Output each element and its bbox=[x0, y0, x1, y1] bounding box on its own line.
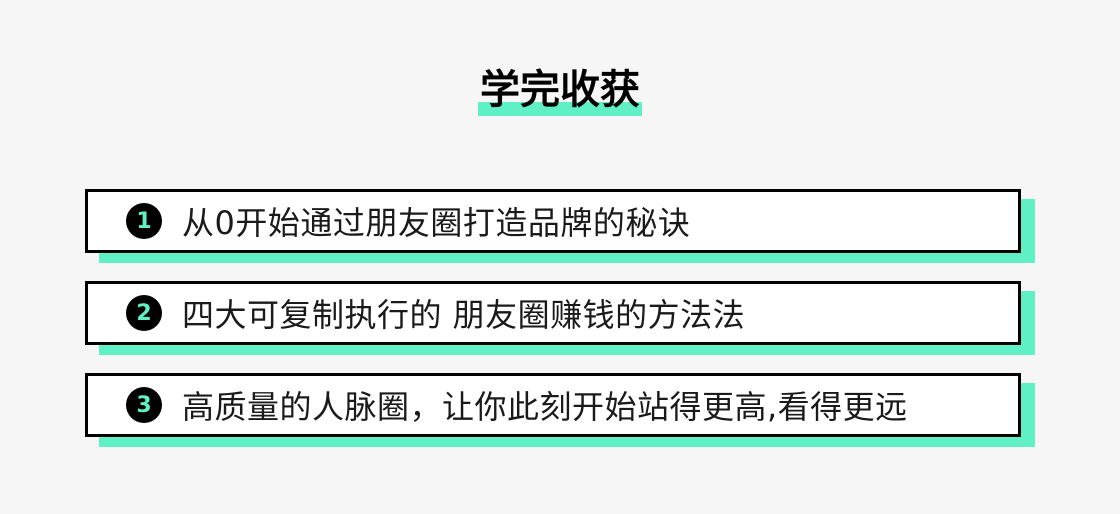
number-badge: 3 bbox=[126, 387, 162, 423]
benefit-card-1: 1 从0开始通过朋友圈打造品牌的秘诀 bbox=[85, 189, 1035, 263]
number-badge: 1 bbox=[126, 203, 162, 239]
title-section: 学完收获 bbox=[0, 64, 1120, 116]
card-box: 1 从0开始通过朋友圈打造品牌的秘诀 bbox=[85, 189, 1021, 253]
benefit-card-2: 2 四大可复制执行的 朋友圈赚钱的方法法 bbox=[85, 281, 1035, 355]
card-box: 2 四大可复制执行的 朋友圈赚钱的方法法 bbox=[85, 281, 1021, 345]
benefit-text: 从0开始通过朋友圈打造品牌的秘诀 bbox=[182, 204, 691, 242]
benefit-text: 高质量的人脉圈，让你此刻开始站得更高,看得更远 bbox=[182, 388, 908, 426]
benefit-text: 四大可复制执行的 朋友圈赚钱的方法法 bbox=[182, 296, 746, 334]
benefit-card-3: 3 高质量的人脉圈，让你此刻开始站得更高,看得更远 bbox=[85, 373, 1035, 447]
page-title-text: 学完收获 bbox=[480, 67, 640, 113]
number-badge: 2 bbox=[126, 295, 162, 331]
page-title: 学完收获 bbox=[478, 64, 642, 116]
card-box: 3 高质量的人脉圈，让你此刻开始站得更高,看得更远 bbox=[85, 373, 1021, 437]
